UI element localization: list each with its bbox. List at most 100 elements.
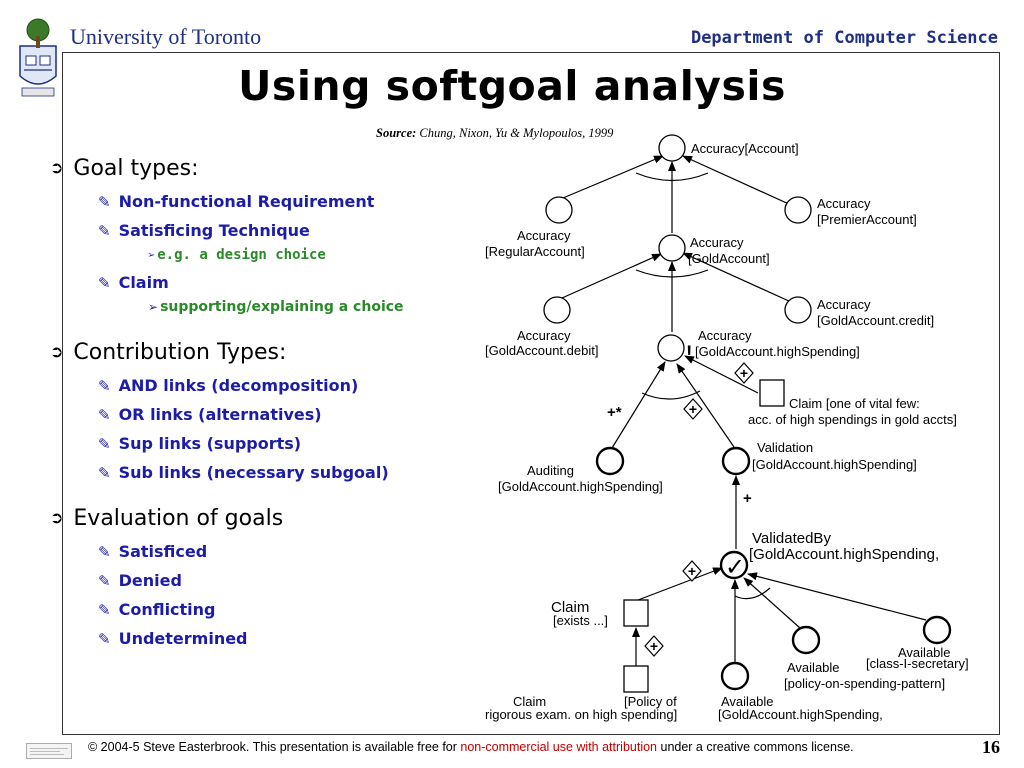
bullet-conflicting: ✎ Conflicting	[98, 600, 216, 619]
claim-box-policy	[623, 665, 649, 693]
bullet-text: Claim	[118, 273, 169, 292]
bullet-supporting: ➢supporting/explaining a choice	[148, 299, 404, 315]
pencil-bullet-icon: ✎	[98, 406, 111, 424]
bullet-nfr: ✎ Non-functional Requirement	[98, 192, 374, 211]
label-acc-gold-2: [GoldAccount]	[688, 251, 770, 266]
edge-debit-to-gold	[561, 253, 662, 299]
bullet-text: Satisficing Technique	[118, 221, 310, 240]
label-acc-debit-1: Accuracy	[517, 328, 571, 343]
softgoal-accuracy-account	[658, 134, 686, 162]
edge-premier-to-account	[682, 155, 792, 206]
source-citation: Source: Chung, Nixon, Yu & Mylopoulos, 1…	[376, 126, 613, 141]
bullet-text: Evaluation of goals	[73, 506, 284, 531]
softgoal-accuracy-credit	[784, 296, 812, 324]
label-available-class-1: Available	[898, 645, 951, 660]
source-text: Chung, Nixon, Yu & Mylopoulos, 1999	[419, 126, 614, 140]
label-validation-2: [GoldAccount.highSpending]	[752, 457, 917, 472]
bullet-text: Contribution Types:	[73, 340, 287, 365]
bullet-text: Conflicting	[118, 600, 216, 619]
bullet-satisficed: ✎ Satisficed	[98, 542, 207, 561]
edge-validation-to-high	[676, 363, 735, 448]
label-acc-high-2: [GoldAccount.highSpending]	[695, 344, 860, 359]
contribution-diamond-1	[734, 362, 754, 384]
softgoal-accuracy-highspending	[657, 334, 685, 362]
bullet-text: Non-functional Requirement	[118, 192, 375, 211]
plus-sign-1: +	[740, 365, 748, 381]
label-auditing-2: [GoldAccount.highSpending]	[498, 479, 663, 494]
slide-frame	[62, 52, 1000, 735]
and-arc-high	[641, 390, 701, 400]
label-plus-validatedby: +	[743, 490, 752, 507]
softgoal-accuracy-debit	[543, 296, 571, 324]
pencil-bullet-icon: ✎	[98, 222, 111, 240]
label-available-policy-2: [policy-on-spending-pattern]	[784, 676, 945, 691]
softgoal-accuracy-gold	[658, 234, 686, 262]
license-link[interactable]: non-commercial use with attribution	[460, 740, 658, 754]
bullet-sub-links: ✎Sub links (necessary subgoal)	[98, 463, 389, 482]
and-arc-account	[635, 172, 709, 182]
label-policy-1: [Policy of	[624, 694, 677, 709]
label-available-class-2: [class-I-secretary]	[866, 656, 969, 671]
university-crest-logo	[19, 18, 57, 97]
label-acc-premier-1: Accuracy	[817, 196, 871, 211]
arrowhead-bullet-icon: ➢	[148, 248, 156, 262]
edge-available-policy-to-validatedby	[743, 577, 801, 629]
pencil-bullet-icon: ✎	[98, 601, 111, 619]
label-acc-premier-2: [PremierAccount]	[817, 212, 917, 227]
label-auditing-1: Auditing	[527, 463, 574, 478]
pencil-bullet-icon: ✎	[98, 572, 111, 590]
label-acc-high-1: Accuracy	[698, 328, 752, 343]
bullet-text: OR links (alternatives)	[118, 405, 322, 424]
bullet-evaluation: ➲Evaluation of goals	[50, 506, 283, 531]
label-acc-debit-2: [GoldAccount.debit]	[485, 343, 598, 358]
label-claim-exists-1: Claim	[551, 599, 589, 616]
bullet-text: Goal types:	[73, 156, 199, 181]
bullet-text: e.g. a design choice	[157, 247, 326, 263]
label-acc-account: Accuracy[Account]	[691, 141, 799, 156]
bullet-denied: ✎ Denied	[98, 571, 182, 590]
label-claim-rigorous-1: Claim	[513, 694, 546, 709]
checkmark-satisficed-icon: ✓	[725, 553, 745, 581]
bullet-arrow-icon: ➲	[50, 158, 64, 177]
label-acc-regular-2: [RegularAccount]	[485, 244, 585, 259]
label-acc-credit-1: Accuracy	[817, 297, 871, 312]
contribution-diamond-3	[682, 560, 702, 582]
plus-sign-2: +	[689, 401, 697, 417]
label-validatedby-2: [GoldAccount.highSpending,	[749, 546, 939, 563]
pencil-bullet-icon: ✎	[98, 274, 111, 292]
edge-claim-to-high	[684, 355, 759, 394]
pencil-bullet-icon: ✎	[98, 543, 111, 561]
bullet-and-links: ✎AND links (decomposition)	[98, 376, 358, 395]
page-number: 16	[982, 737, 1000, 757]
claim-box-exists	[623, 599, 649, 627]
footer-text: © 2004-5 Steve Easterbrook. This present…	[88, 740, 461, 754]
footer-copyright: © 2004-5 Steve Easterbrook. This present…	[88, 740, 854, 754]
bullet-text: Denied	[118, 571, 182, 590]
technique-validatedby	[719, 550, 749, 580]
technique-available-class	[922, 615, 952, 645]
edge-claim-exists-to-validatedby	[637, 567, 723, 601]
bullet-text: Sub links (necessary subgoal)	[118, 463, 389, 482]
bullet-text: Satisficed	[118, 542, 208, 561]
university-name: University of Toronto	[70, 24, 262, 49]
arrowhead-bullet-icon: ➢	[148, 300, 159, 314]
and-arc-validatedby	[734, 587, 771, 600]
technique-available-gold	[720, 661, 750, 691]
bullet-satisficing: ✎ Satisficing Technique	[98, 221, 310, 240]
label-acc-regular-1: Accuracy	[517, 228, 571, 243]
softgoal-accuracy-premier	[784, 196, 812, 224]
technique-available-policy	[791, 625, 821, 655]
label-available-policy-1: Available	[787, 660, 840, 675]
creative-commons-badge-icon	[26, 743, 72, 759]
bullet-text: Sup links (supports)	[118, 434, 302, 453]
softgoal-accuracy-regular	[545, 196, 573, 224]
edge-available-class-to-validatedby	[747, 572, 927, 621]
plus-sign-3: +	[688, 563, 696, 579]
label-available-gold-1: Available	[721, 694, 774, 709]
pencil-bullet-icon: ✎	[98, 435, 111, 453]
pencil-bullet-icon: ✎	[98, 193, 111, 211]
label-validatedby-1: ValidatedBy	[752, 530, 831, 547]
label-validation-1: Validation	[757, 440, 813, 455]
